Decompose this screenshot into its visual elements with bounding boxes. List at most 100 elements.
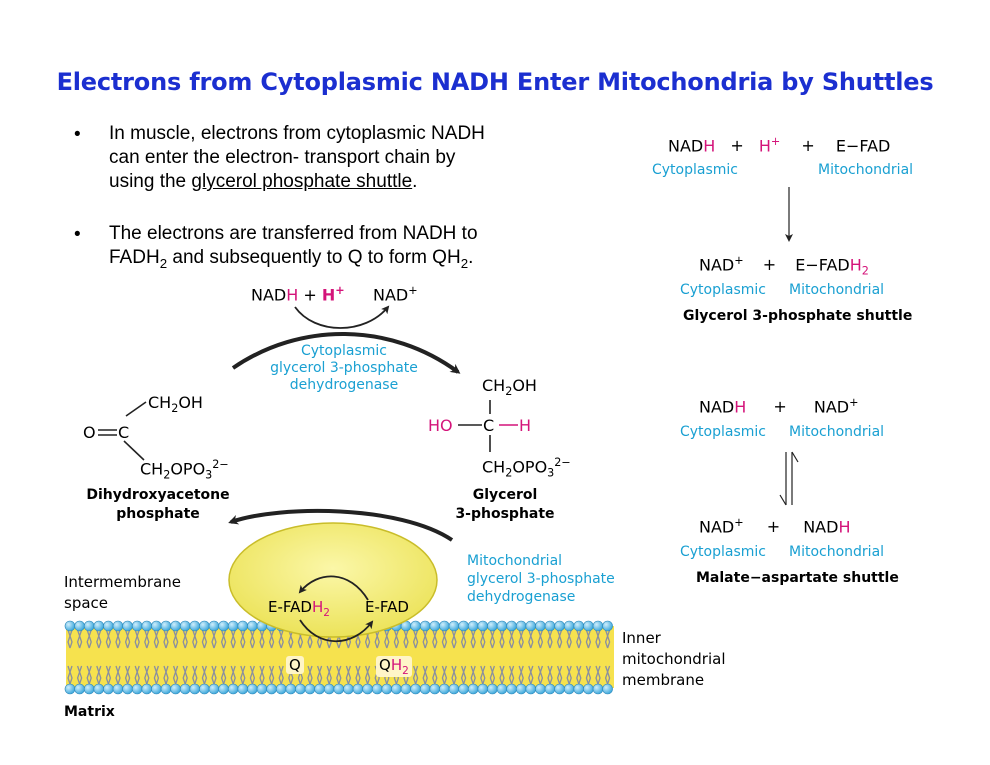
lipid-tail xyxy=(307,665,313,685)
lipid-head-bottom xyxy=(285,683,297,695)
lipid-head-bottom xyxy=(218,683,229,695)
bottom-cycle-arrow xyxy=(228,508,454,542)
lipid-tail xyxy=(230,665,236,685)
efad-reduction-arrow xyxy=(298,575,369,601)
cyto-enzyme-line-1: Cytoplasmic xyxy=(301,343,387,359)
lipid-tail xyxy=(240,629,246,649)
lipid-tail xyxy=(480,629,486,649)
lipid-tail xyxy=(268,629,275,649)
top-h: H xyxy=(286,285,299,305)
dhap-ch-sub: 2 xyxy=(171,402,179,416)
lipid-head-top xyxy=(544,620,556,632)
malate-nad-1: NAD xyxy=(699,397,735,417)
lipid-tail xyxy=(528,665,534,685)
lipid-tail xyxy=(86,665,92,685)
lipid-head-top xyxy=(227,620,239,632)
dhap-p-ch: CH xyxy=(140,459,164,479)
lipid-tail xyxy=(460,665,467,685)
lipid-head-bottom xyxy=(554,683,565,695)
lipid-head-top xyxy=(208,620,220,632)
dhap-name-line-1: Dihydroxyacetone xyxy=(86,487,230,503)
lipid-tail xyxy=(566,665,572,685)
lipid-head-top xyxy=(179,620,191,632)
lipid-tail xyxy=(422,629,428,649)
dhap-ch: CH xyxy=(148,393,172,412)
page-title: Electrons from Cytoplasmic NADH Enter Mi… xyxy=(56,68,934,96)
g3p-p-sup: 2− xyxy=(554,456,571,469)
lipid-head-top xyxy=(515,620,527,632)
lipid-head-bottom xyxy=(304,683,316,695)
bullet-2-mid: and subsequently to Q to form QH xyxy=(167,247,461,268)
lipid-tail xyxy=(547,665,553,685)
lipid-tail xyxy=(249,629,256,649)
bullet-1: In muscle, electrons from cytoplasmic NA… xyxy=(109,122,485,194)
lipid-tail xyxy=(86,629,92,649)
dhap-p-sup: 2− xyxy=(212,458,229,471)
lipid-head-top xyxy=(410,620,421,632)
inner-membrane-label: Inner mitochondrial membrane xyxy=(622,628,726,691)
lipid-head-bottom xyxy=(352,683,364,695)
lipid-head-top xyxy=(525,620,537,632)
lipid-tail xyxy=(412,665,419,685)
mito-enzyme-ellipse xyxy=(228,522,438,638)
g3p-top-ch: CH xyxy=(482,376,506,395)
lipid-head-top xyxy=(448,620,460,632)
lipid-tail xyxy=(547,629,553,649)
efadh2-sub: 2 xyxy=(323,607,330,619)
malate-h-2: H xyxy=(838,517,851,537)
side-plus-3: + xyxy=(762,255,777,275)
lipid-tail xyxy=(604,629,611,649)
lipid-tail xyxy=(432,629,438,649)
lipid-head-bottom xyxy=(410,683,421,695)
side-mito-1: Mitochondrial xyxy=(818,162,914,178)
lipid-tail xyxy=(96,629,102,649)
inner-line-3: membrane xyxy=(622,671,705,689)
lipid-tail xyxy=(240,665,246,685)
lipid-head-top xyxy=(112,620,124,632)
lipid-tail xyxy=(412,629,419,649)
dhap-oh: OH xyxy=(178,393,203,412)
malate-nadp-2-sup: + xyxy=(734,516,744,529)
lipid-head-bottom xyxy=(419,683,431,695)
lipid-head-top xyxy=(583,620,594,632)
bullet-1-line-3-pre: using the xyxy=(109,171,192,192)
lipid-tail xyxy=(451,665,457,685)
lipid-tail xyxy=(172,629,179,649)
g3p-p-sub: 2 xyxy=(505,466,513,480)
lipid-tail xyxy=(259,665,265,685)
lipid-tail xyxy=(508,665,515,685)
lipid-head-bottom xyxy=(295,683,306,695)
lipid-tail xyxy=(508,629,515,649)
g3p-p-sub2: 3 xyxy=(547,466,555,480)
dhap-p-sub2: 3 xyxy=(205,468,213,482)
lipid-head-bottom xyxy=(400,683,412,695)
lipid-tail xyxy=(115,629,121,649)
lipid-tail xyxy=(326,665,332,685)
lipid-head-top xyxy=(506,620,517,632)
lipid-tail xyxy=(576,629,582,649)
top-plus: + xyxy=(298,285,322,305)
lipid-tail xyxy=(259,629,265,649)
lipid-tail xyxy=(556,629,563,649)
lipid-tail xyxy=(499,629,505,649)
side-nad-2: NAD xyxy=(699,255,735,275)
q-reduction-arrow xyxy=(299,619,374,643)
lipid-tail xyxy=(595,629,601,649)
lipid-head-bottom xyxy=(592,683,604,695)
qh2-h: H xyxy=(390,656,403,674)
lipid-tail xyxy=(134,629,140,649)
lipid-tail xyxy=(489,629,496,649)
lipid-head-top xyxy=(160,620,172,632)
lipid-head-top xyxy=(419,620,431,632)
g3p-carbon: C xyxy=(483,416,495,435)
lipid-tail xyxy=(355,665,361,685)
bullet-2-end: . xyxy=(468,247,474,268)
lipid-head-bottom xyxy=(343,683,354,695)
side-cyto-2: Cytoplasmic xyxy=(680,282,766,298)
lipid-head-bottom xyxy=(458,683,469,695)
lipid-tail xyxy=(124,629,131,649)
dhap-carbon: C xyxy=(118,423,130,442)
lipid-tail xyxy=(422,665,428,685)
lipid-head-bottom xyxy=(83,683,95,695)
dhap-name: Dihydroxyacetone phosphate xyxy=(78,486,238,524)
